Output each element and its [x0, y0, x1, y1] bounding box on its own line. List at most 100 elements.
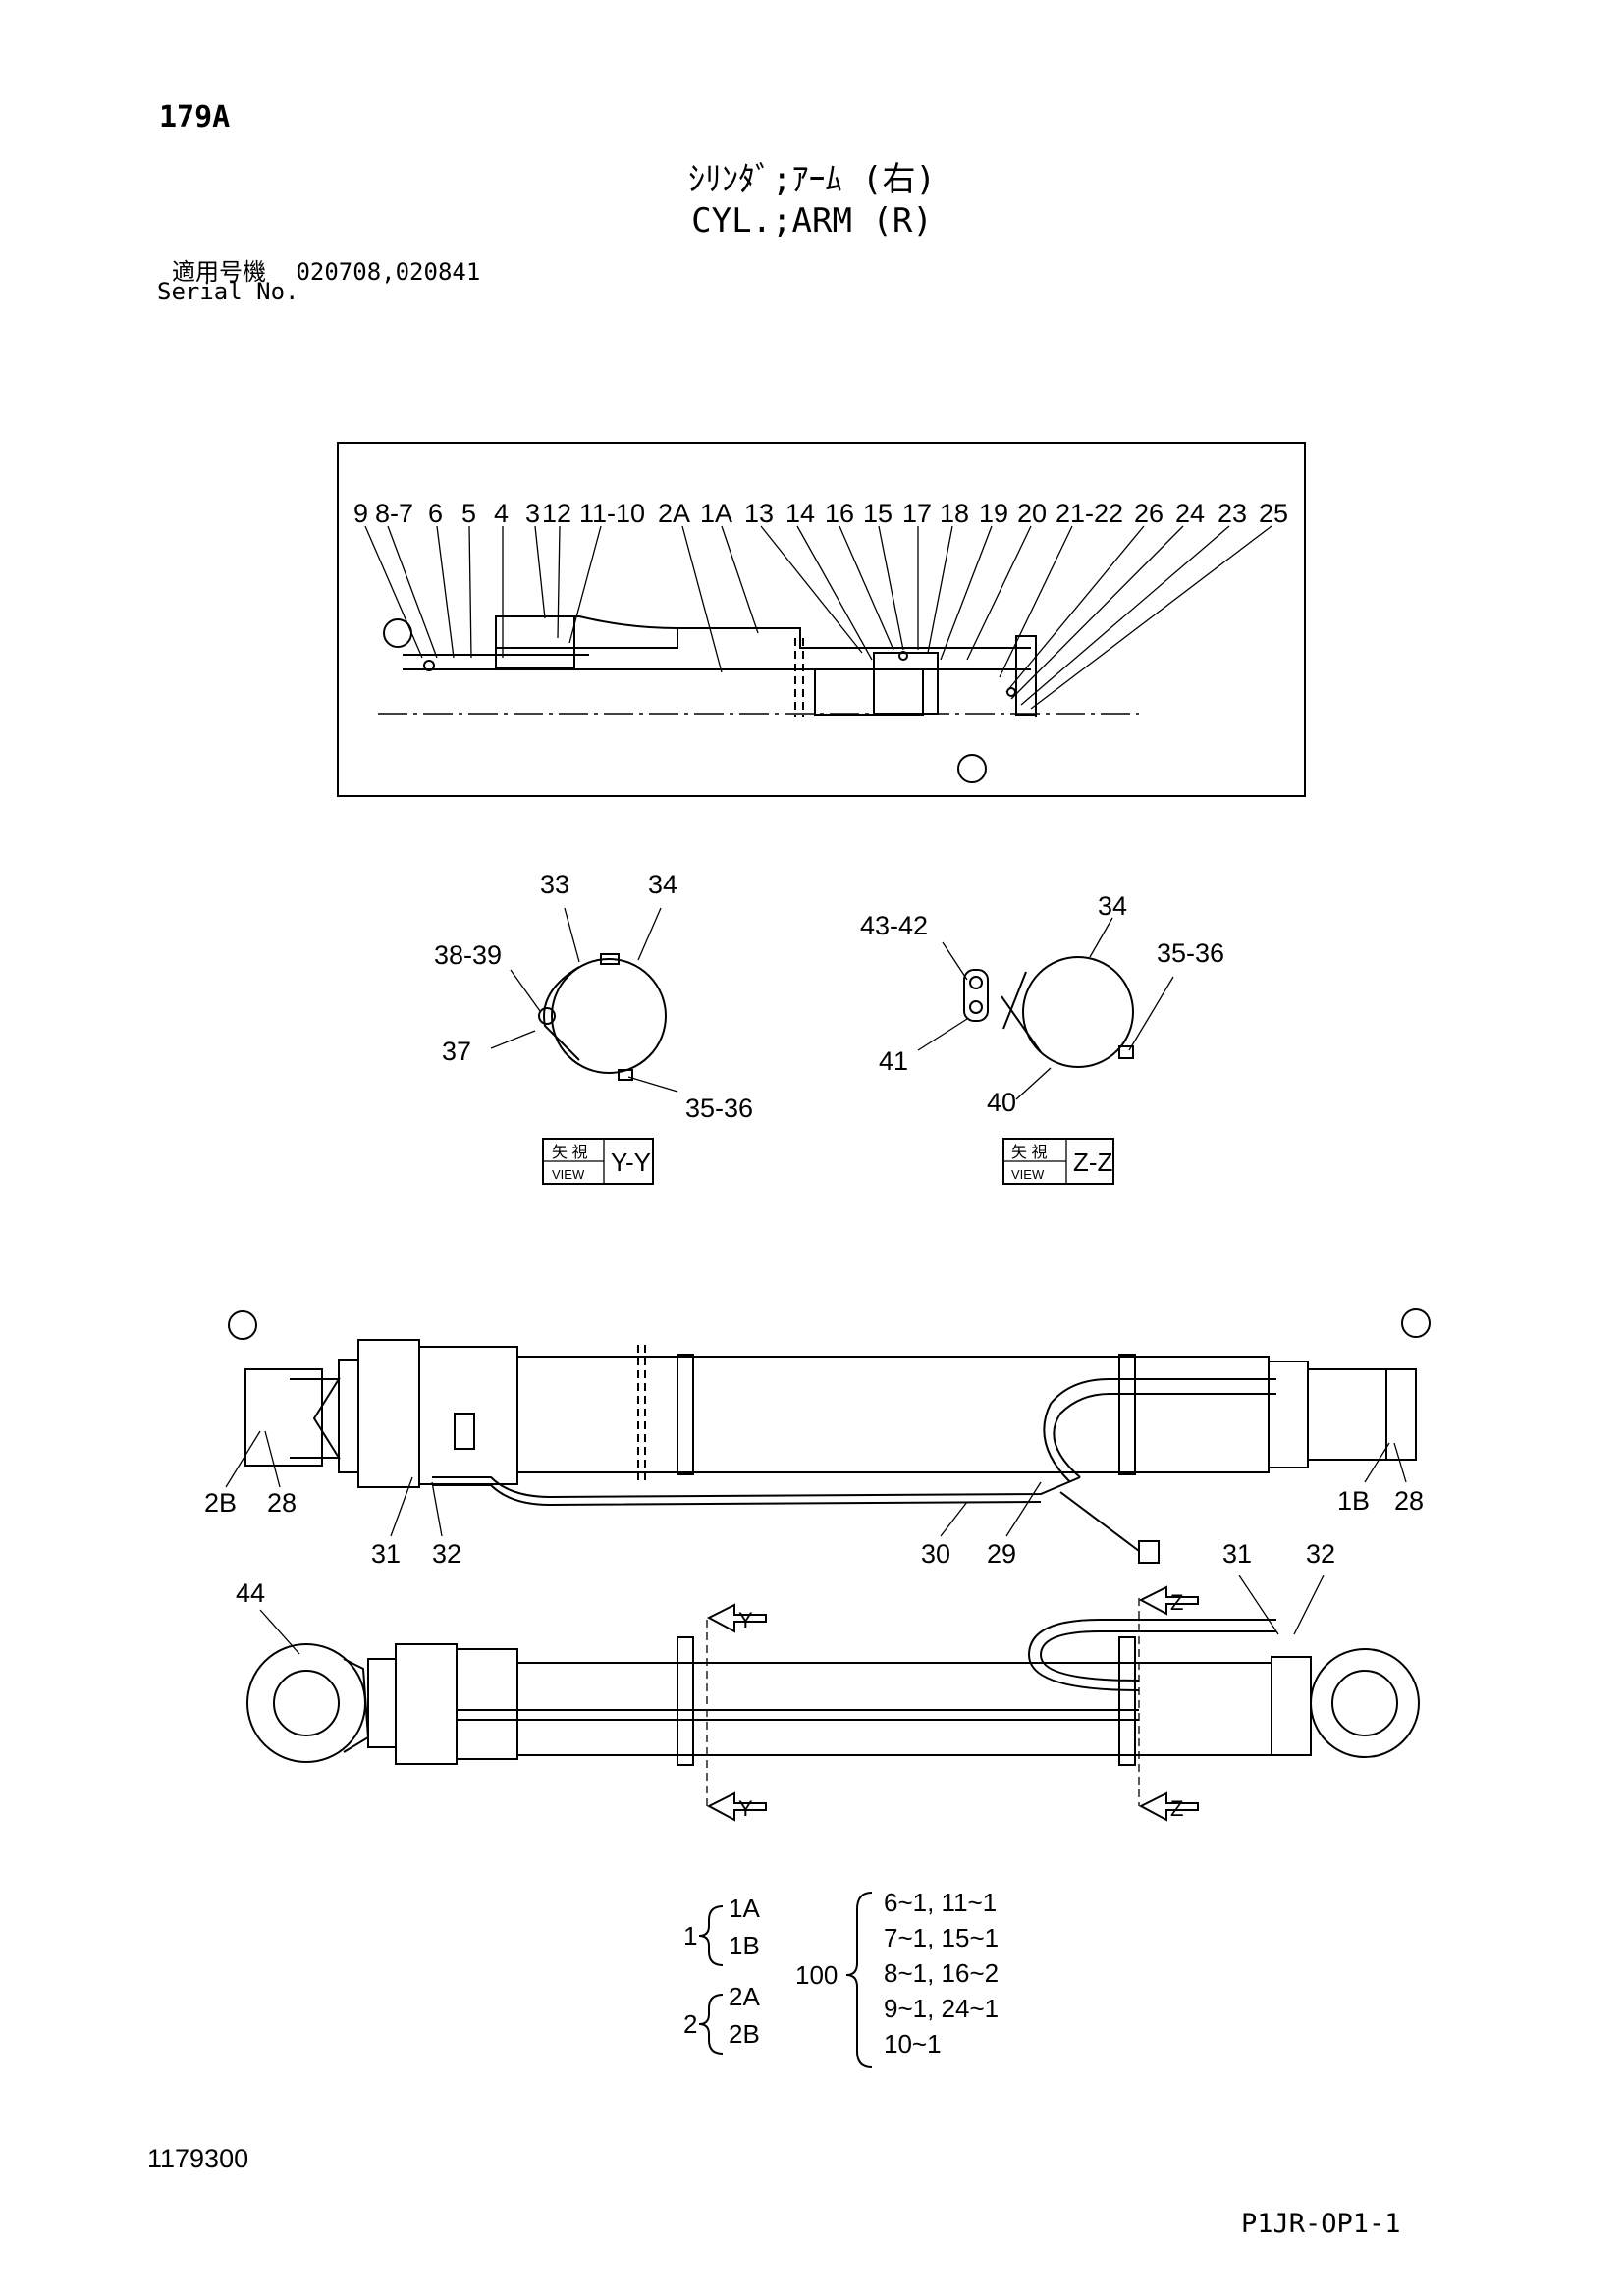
side-callout-2b: 2B — [204, 1488, 237, 1518]
zz-view-tag-id: Z-Z — [1073, 1148, 1113, 1177]
side-callout-29: 29 — [987, 1539, 1016, 1569]
side-hose-loop-outer — [1043, 1378, 1276, 1483]
page-code: 179A — [159, 100, 231, 134]
callout-15: 15 — [863, 499, 893, 528]
side-hose-loop — [1053, 1393, 1276, 1478]
yy-callout-34: 34 — [648, 870, 677, 899]
zz-clamp-hole-1 — [969, 976, 983, 989]
zz-callout-43-42: 43-42 — [860, 911, 928, 940]
section-arrow-z-bottom — [1138, 1791, 1199, 1822]
top-view-leaders — [259, 1575, 1325, 1655]
top-rod-head-flange — [367, 1658, 397, 1748]
side-rod-eye-cutout — [290, 1378, 341, 1459]
page-reference: P1JR-OP1-1 — [1241, 2209, 1401, 2239]
callout-14: 14 — [785, 499, 815, 528]
callout-11-10: 11-10 — [579, 499, 645, 528]
piston-block — [814, 668, 924, 716]
callout-16: 16 — [825, 499, 854, 528]
section-arrow-z-top — [1138, 1585, 1199, 1616]
yy-view-tag-jp: 矢 視 — [552, 1144, 587, 1161]
top-head-cover — [456, 1648, 518, 1760]
side-head-cover — [418, 1346, 518, 1485]
side-clamp-band-2 — [1118, 1354, 1136, 1475]
assembly-kit-line-3: 8~1, 16~2 — [884, 1958, 999, 1988]
side-leaders — [225, 1430, 1407, 1537]
zz-bracket-line — [1001, 995, 1042, 1053]
callout-17: 17 — [902, 499, 932, 528]
top-clamp-band-2 — [1118, 1636, 1136, 1766]
callout-12: 12 — [542, 499, 571, 528]
assembly-kit-line-2: 7~1, 15~1 — [884, 1923, 999, 1952]
yy-view-tag-id: Y-Y — [611, 1148, 651, 1177]
assembly-group-1-id: 1 — [683, 1921, 697, 1950]
section-arrow-y-bottom — [706, 1791, 767, 1822]
top-section-leaders — [364, 525, 1272, 710]
side-rod-head-flange — [338, 1359, 359, 1473]
title-japanese: ｼﾘﾝﾀﾞ;ｱｰﾑ (右) — [688, 160, 936, 199]
assembly-group-1-part-a: 1A — [729, 1894, 760, 1923]
callout-23: 23 — [1218, 499, 1247, 528]
side-pipe-30 — [432, 1476, 1081, 1499]
title-english: CYL.;ARM (R) — [691, 201, 933, 240]
top-bottom-eye-outer — [1310, 1648, 1420, 1758]
top-hose-loop-outer — [1027, 1619, 1276, 1691]
callout-6: 6 — [428, 499, 443, 528]
zz-bolt — [1118, 1045, 1134, 1059]
zz-callout-40: 40 — [987, 1088, 1016, 1117]
section-arrow-labels: Y Y Z Z — [738, 1590, 1183, 1821]
top-callout-32: 32 — [1306, 1539, 1335, 1569]
section-arrow-label-y-bottom: Y — [738, 1796, 753, 1821]
top-callout-44: 44 — [236, 1578, 265, 1608]
rod-head-shape — [495, 615, 678, 649]
side-callout-28-right: 28 — [1394, 1486, 1424, 1516]
top-bottom-eye-inner — [1331, 1670, 1398, 1736]
section-arrow-label-y-top: Y — [738, 1608, 753, 1632]
side-callout-28-left: 28 — [267, 1488, 297, 1518]
view-yy-callout-labels: 33 34 38-39 37 35-36 矢 視 VIEW Y-Y — [434, 870, 753, 1182]
section-arrow-y-top — [706, 1603, 767, 1633]
top-clamp-band — [677, 1636, 694, 1766]
side-callout-30: 30 — [921, 1539, 950, 1569]
document-number: 1179300 — [147, 2144, 249, 2173]
yy-bottom-clamp — [618, 1069, 633, 1081]
serial-label-english: Serial No. — [157, 278, 299, 305]
callout-4: 4 — [494, 499, 509, 528]
yy-callout-37: 37 — [442, 1037, 471, 1066]
side-callout-32: 32 — [432, 1539, 461, 1569]
side-callout-1b: 1B — [1337, 1486, 1370, 1516]
zz-clamp-hole-2 — [969, 1000, 983, 1014]
top-view-callout-labels: 44 31 32 — [236, 1539, 1335, 1608]
zz-view-tag-jp: 矢 視 — [1011, 1144, 1047, 1161]
zz-callout-41: 41 — [879, 1046, 908, 1076]
top-cylinder-bottom — [1271, 1656, 1312, 1756]
assembly-group-2-id: 2 — [683, 2009, 697, 2039]
assembly-kit-line-1: 6~1, 11~1 — [884, 1888, 997, 1917]
piston-nut — [873, 652, 939, 715]
assembly-group-2-part-b: 2B — [729, 2019, 760, 2049]
callout-24: 24 — [1175, 499, 1205, 528]
side-clamp-band — [677, 1354, 694, 1475]
top-section-callout-labels: 9 8-7 6 5 4 3 12 11-10 2A 1A 13 14 16 15… — [353, 499, 1288, 528]
yy-callout-33: 33 — [540, 870, 569, 899]
brace-group-2 — [698, 1994, 724, 2055]
side-bottom-eye — [1307, 1368, 1417, 1461]
top-callout-31: 31 — [1222, 1539, 1252, 1569]
brace-group-1 — [698, 1905, 724, 1966]
detail-balloon-bottom — [957, 754, 987, 783]
callout-9: 9 — [353, 499, 368, 528]
piston-rod-outline — [677, 627, 1031, 649]
section-arrow-label-z-top: Z — [1170, 1590, 1183, 1615]
zz-strap — [1002, 971, 1027, 1030]
callout-21-22: 21-22 — [1056, 499, 1123, 528]
assembly-composition: 1 1A 1B 2 2A 2B 100 6~1, 11~1 7~1, 15~1 … — [683, 1888, 999, 2058]
callout-3: 3 — [525, 499, 540, 528]
serial-label-japanese: 適用号機 020708,020841 — [172, 252, 480, 287]
section-view-frame — [337, 442, 1306, 797]
zz-leaders — [917, 917, 1174, 1100]
side-cylinder-head — [357, 1339, 420, 1488]
zz-clamp-block — [963, 969, 989, 1022]
side-hose-nut — [1138, 1540, 1160, 1564]
side-pipe-30-lower — [432, 1484, 1042, 1507]
zz-view-tag-en: VIEW — [1011, 1167, 1045, 1182]
